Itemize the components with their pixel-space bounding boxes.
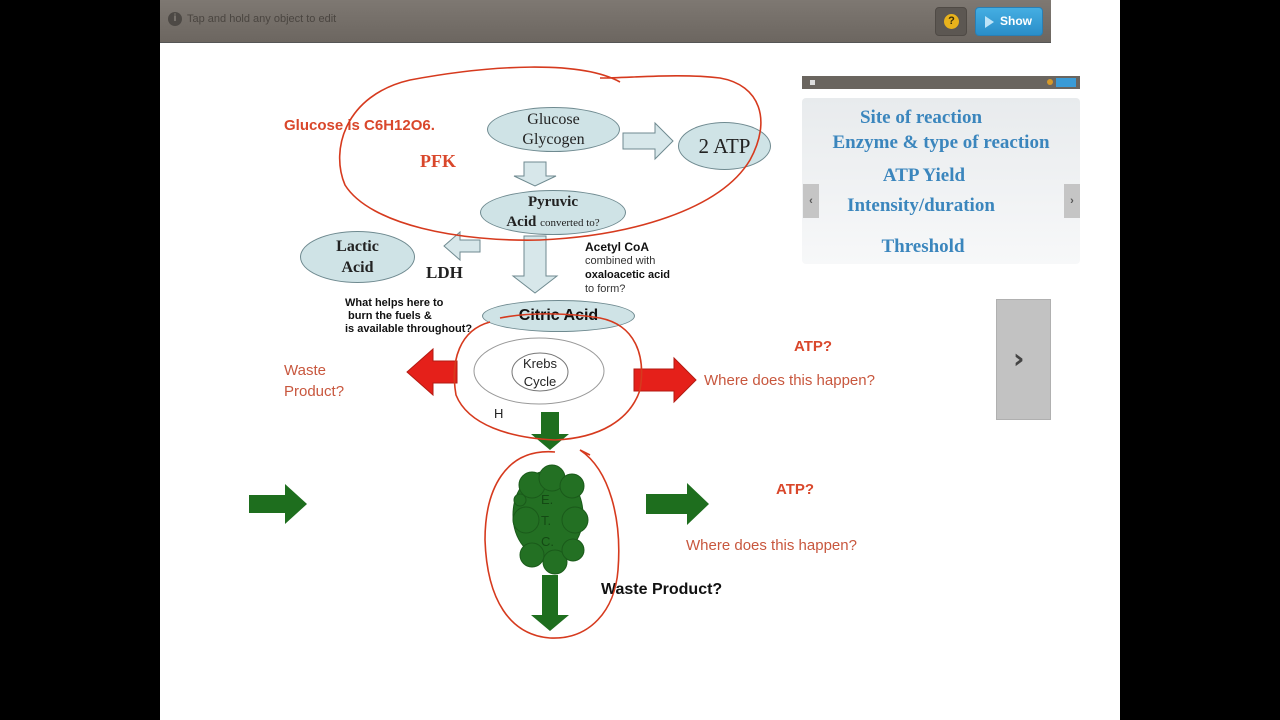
help-icon (1047, 79, 1053, 85)
red-arrow-right (633, 356, 697, 404)
acid-label: Acid (506, 214, 537, 230)
arrow-to-atp (622, 121, 674, 161)
atp-node[interactable]: 2 ATP (678, 122, 771, 170)
green-arrow-right-etc (646, 483, 709, 525)
toolbar: i Tap and hold any object to edit ? Show (160, 0, 1051, 43)
krebs-cycle-text: Krebs Cycle (520, 355, 560, 391)
thumb-line: Intensity/duration (847, 195, 995, 216)
cycle-label: Cycle (523, 374, 557, 389)
red-arrow-left (406, 347, 458, 397)
toolbar-hint: Tap and hold any object to edit (187, 13, 337, 25)
question-line: What helps here to (345, 297, 444, 309)
krebs-atp-text: ATP? (794, 338, 833, 355)
acetyl-coa-text: Acetyl CoA combined with oxaloacetic aci… (585, 240, 670, 296)
to-form-label: to form? (585, 283, 626, 295)
question-line: is available throughout? (345, 323, 473, 335)
glucose-label: Glucose (527, 111, 580, 128)
green-arrow-down-etc (531, 575, 569, 631)
pyruvic-label: Pyruvic (528, 194, 578, 210)
help-button[interactable]: ? (935, 7, 967, 36)
krebs-label: Krebs (523, 356, 557, 371)
etc-letters: E. T. C. (541, 489, 554, 552)
converted-to-label: converted to? (540, 217, 600, 229)
glucose-formula-text: Glucose is C6H12O6. (284, 117, 435, 134)
waste-label: Waste (284, 362, 326, 379)
pfk-text: PFK (420, 151, 456, 171)
play-icon (985, 16, 994, 28)
info-icon (810, 80, 815, 85)
etc-letter: C. (541, 534, 554, 549)
chevron-right-icon: › (1013, 342, 1025, 375)
green-arrow-down-krebs (531, 412, 569, 450)
citric-acid-label: Citric Acid (518, 307, 599, 324)
combined-with-label: combined with (585, 255, 656, 267)
info-icon: i (168, 12, 182, 26)
show-button-mini (1056, 78, 1076, 87)
next-slide-button[interactable]: › (996, 299, 1051, 420)
thumb-line: Enzyme & type of reaction (832, 132, 1050, 153)
show-button[interactable]: Show (975, 7, 1043, 36)
acetyl-coa-label: Acetyl CoA (585, 240, 650, 254)
green-arrow-left (249, 484, 307, 524)
ldh-text: LDH (426, 263, 463, 282)
slide-canvas: i Tap and hold any object to edit ? Show (160, 0, 1120, 720)
etc-letter: T. (541, 513, 552, 528)
thumb-line: Threshold (881, 236, 965, 257)
product-label: Product? (284, 383, 345, 400)
question-text: What helps here to burn the fuels & is a… (345, 297, 472, 336)
thumb-line: Site of reaction (859, 107, 983, 128)
etc-waste-text: Waste Product? (601, 581, 723, 598)
krebs-waste-text: Waste Product? (284, 360, 344, 402)
thumb-next-button[interactable]: › (1064, 184, 1080, 218)
etc-where-text: Where does this happen? (686, 537, 857, 554)
question-line: burn the fuels & (345, 310, 432, 322)
lactic-acid-label: Acid (341, 259, 374, 276)
arrow-to-citric (511, 235, 559, 294)
oxaloacetic-label: oxaloacetic acid (585, 269, 670, 281)
etc-letter: E. (541, 492, 554, 507)
arrow-to-pyruvic (513, 161, 557, 187)
glycogen-label: Glycogen (522, 131, 585, 148)
thumbnail-slide: Site of reaction Enzyme & type of reacti… (802, 98, 1080, 264)
lactic-label: Lactic (336, 238, 379, 255)
help-icon: ? (944, 14, 959, 29)
arrow-to-lactic (443, 230, 481, 262)
slide-thumbnail[interactable]: Site of reaction Enzyme & type of reacti… (802, 76, 1080, 266)
thumbnail-toolbar (802, 76, 1080, 89)
h-text: H (494, 406, 504, 421)
show-label: Show (1000, 14, 1032, 28)
krebs-where-text: Where does this happen? (704, 372, 875, 389)
thumb-prev-button[interactable]: ‹ (803, 184, 819, 218)
citric-acid-node[interactable]: Citric Acid (482, 300, 635, 332)
atp-label: 2 ATP (698, 134, 751, 158)
etc-atp-text: ATP? (776, 481, 815, 498)
thumb-line: ATP Yield (882, 165, 966, 186)
